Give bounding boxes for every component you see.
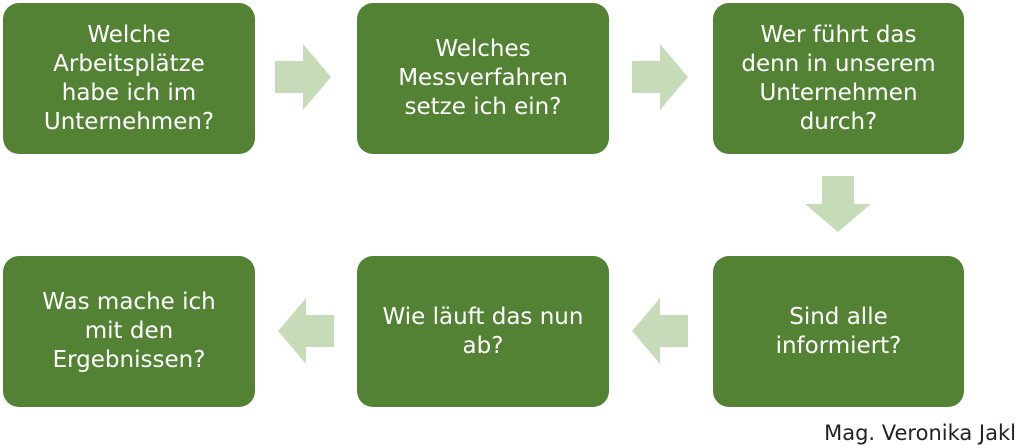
step-box-5: Wie läuft das nun ab? [357,256,609,407]
step-box-4: Sind alle informiert? [713,256,964,407]
step-label-6: Was mache ich mit den Ergebnissen? [42,289,216,373]
step-box-6: Was mache ich mit den Ergebnissen? [3,256,255,407]
step-label-2: Welches Messverfahren setze ich ein? [398,36,568,120]
step-label-3: Wer führt das denn in unserem Unternehme… [741,21,936,135]
step-box-3: Wer führt das denn in unserem Unternehme… [713,3,964,154]
arrow-left-icon [632,298,688,364]
arrow-down-icon [805,176,871,232]
arrow-right-icon [275,44,331,110]
step-box-2: Welches Messverfahren setze ich ein? [357,3,609,154]
step-label-1: Welche Arbeitsplätze habe ich im Unterne… [43,21,215,135]
step-box-1: Welche Arbeitsplätze habe ich im Unterne… [3,3,255,154]
step-label-4: Sind alle informiert? [775,303,902,359]
step-label-5: Wie läuft das nun ab? [382,303,584,359]
arrow-left-icon [278,298,334,364]
arrow-right-icon [632,44,688,110]
author-credit: Mag. Veronika Jakl [824,421,1016,445]
